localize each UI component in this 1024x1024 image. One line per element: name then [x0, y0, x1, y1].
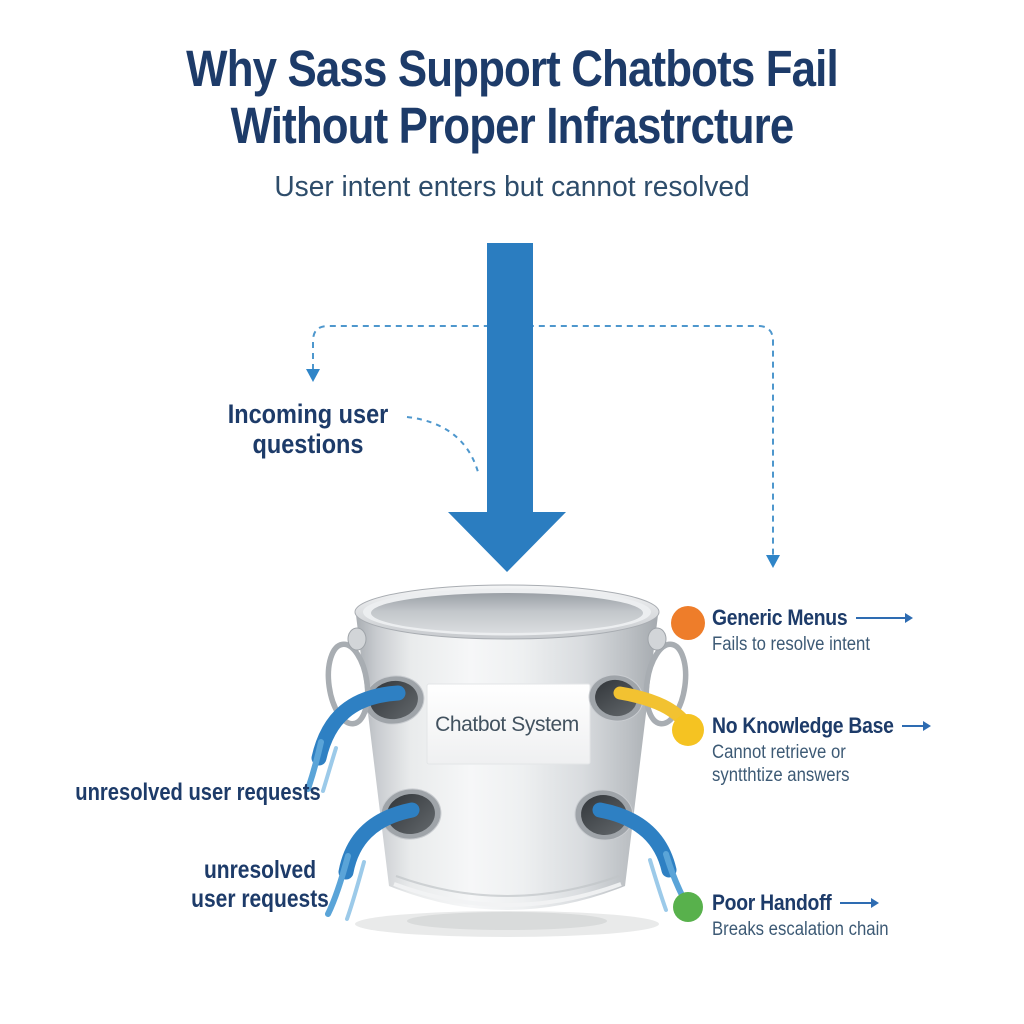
- failure-title: Poor Handoff: [712, 890, 832, 915]
- page-title-line-2: Without Proper Infrastrcture: [230, 97, 795, 154]
- unresolved-bottom-line-2: user requests: [191, 885, 329, 913]
- failure-title: No Knowledge Base: [712, 713, 894, 738]
- failure-description-line-2: syntthtize answers: [712, 765, 850, 786]
- incoming-questions-line-1: Incoming user: [227, 399, 389, 429]
- incoming-questions-line-2: questions: [252, 429, 364, 459]
- failure-item-no-knowledge-base: No Knowledge Base Cannot retrieve or syn…: [672, 713, 932, 787]
- page-title-line-1: Why Sass Support Chatbots Fail: [186, 40, 839, 97]
- arrow-right-icon: [855, 613, 913, 623]
- bucket: Chatbot System: [305, 584, 694, 921]
- failure-item-poor-handoff: Poor Handoff Breaks escalation chain: [673, 890, 913, 941]
- bucket-label-plate: [426, 683, 591, 765]
- page-subtitle: User intent enters but cannot resolved: [274, 171, 750, 203]
- failure-item-generic-menus: Generic Menus Fails to resolve intent: [671, 605, 913, 656]
- failure-description: Breaks escalation chain: [712, 919, 889, 940]
- dashed-curve-incoming: [406, 416, 479, 473]
- bucket-label: Chatbot System: [435, 713, 579, 736]
- big-down-arrow: [448, 243, 566, 572]
- failure-title: Generic Menus: [712, 605, 848, 630]
- unresolved-requests-label-top: unresolved user requests: [75, 779, 321, 806]
- leak-stream-top-left: [305, 685, 406, 793]
- yellow-dot-icon: [672, 714, 704, 746]
- arrow-right-icon: [839, 898, 879, 908]
- green-dot-icon: [673, 892, 703, 922]
- orange-dot-icon: [671, 606, 705, 640]
- page-title: Why Sass Support Chatbots Fail Without P…: [72, 40, 953, 154]
- dashed-arrowhead-right: [766, 555, 780, 568]
- incoming-questions-label: Incoming user questions: [204, 399, 413, 459]
- failure-description: Fails to resolve intent: [712, 634, 870, 655]
- failure-description-line-1: Cannot retrieve or: [712, 742, 846, 763]
- unresolved-bottom-line-1: unresolved: [203, 856, 317, 884]
- unresolved-requests-label-bottom: unresolved user requests: [159, 856, 361, 914]
- bucket-handle-right: [643, 627, 689, 727]
- bucket-handle-left: [325, 627, 371, 727]
- arrow-right-icon: [902, 721, 932, 731]
- dashed-arrowhead-left: [306, 369, 320, 382]
- dashed-routing-lines: [306, 325, 780, 568]
- leak-stream-bottom-left: [325, 802, 420, 921]
- bucket-shadow: [355, 911, 659, 937]
